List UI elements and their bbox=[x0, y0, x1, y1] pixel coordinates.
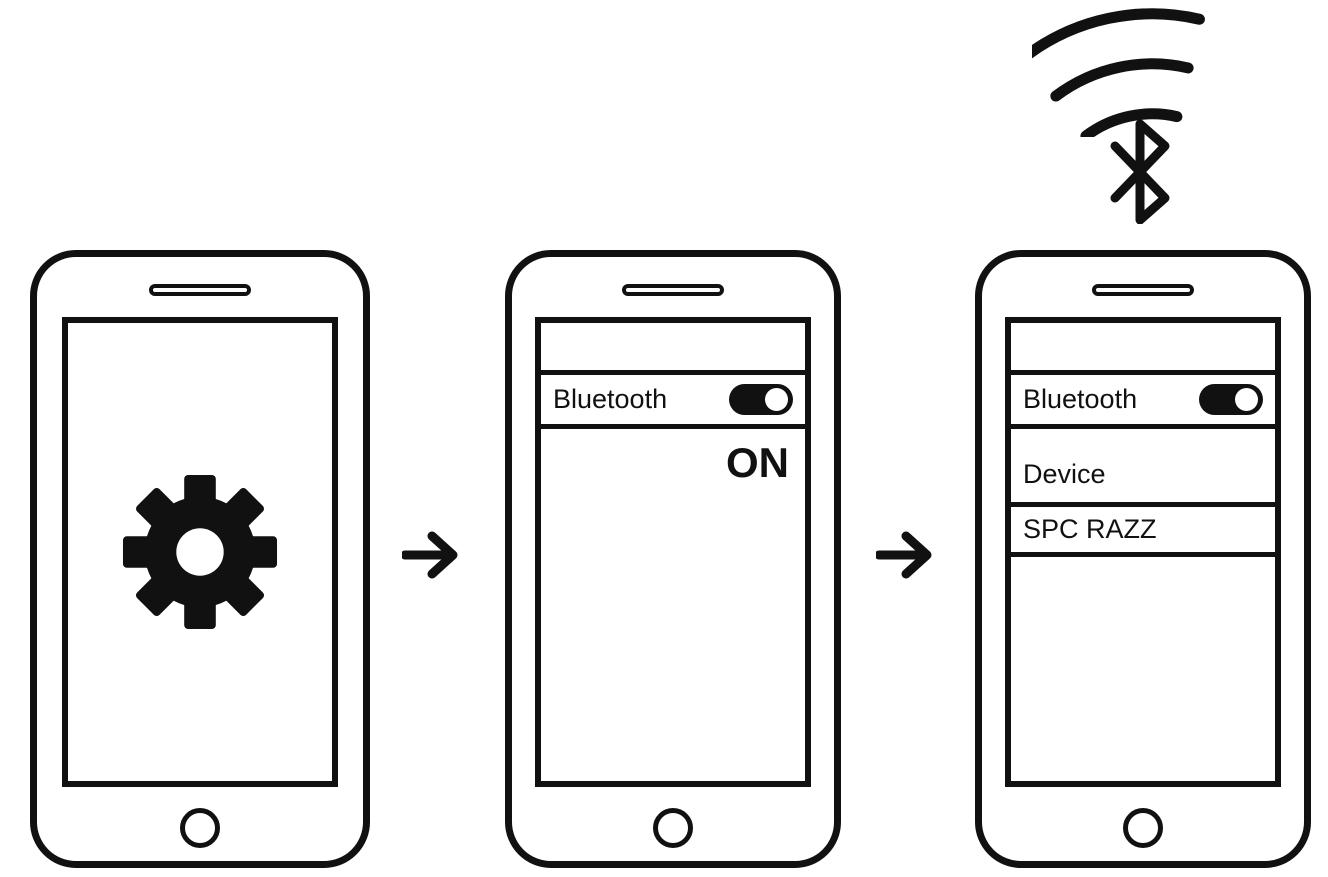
earpiece-speaker-slot bbox=[1092, 284, 1194, 296]
phone-3-screen: Bluetooth Device SPC RAZZ bbox=[1005, 317, 1281, 787]
bluetooth-on-status: ON bbox=[726, 439, 789, 486]
home-button[interactable] bbox=[1123, 808, 1163, 848]
bluetooth-label: Bluetooth bbox=[553, 384, 668, 414]
status-bar-row bbox=[1011, 323, 1275, 375]
right-arrow-icon bbox=[402, 531, 458, 579]
wifi-waves-icon bbox=[1032, 8, 1205, 137]
device-section-header: Device bbox=[1011, 429, 1275, 507]
phone-2-screen: Bluetooth ON bbox=[535, 317, 811, 787]
bluetooth-icon bbox=[1110, 120, 1170, 224]
settings-gear-icon[interactable] bbox=[121, 473, 279, 631]
home-button[interactable] bbox=[180, 808, 220, 848]
phone-step-2: Bluetooth ON bbox=[505, 250, 841, 868]
status-bar-row bbox=[541, 323, 805, 375]
phone-step-1 bbox=[30, 250, 370, 868]
toggle-knob bbox=[1235, 388, 1258, 411]
right-arrow-icon bbox=[876, 531, 932, 579]
phone-1-screen bbox=[62, 317, 338, 787]
bluetooth-toggle[interactable] bbox=[729, 384, 793, 415]
home-button[interactable] bbox=[653, 808, 693, 848]
toggle-knob bbox=[765, 388, 788, 411]
earpiece-speaker-slot bbox=[149, 284, 251, 296]
bluetooth-label: Bluetooth bbox=[1023, 384, 1138, 414]
bluetooth-row: Bluetooth bbox=[1011, 375, 1275, 429]
device-name-label: SPC RAZZ bbox=[1023, 514, 1157, 544]
bluetooth-toggle[interactable] bbox=[1199, 384, 1263, 415]
earpiece-speaker-slot bbox=[622, 284, 724, 296]
device-list-item[interactable]: SPC RAZZ bbox=[1011, 507, 1275, 557]
phone-step-3: Bluetooth Device SPC RAZZ bbox=[975, 250, 1311, 868]
device-header-label: Device bbox=[1023, 459, 1106, 489]
bluetooth-row: Bluetooth bbox=[541, 375, 805, 429]
